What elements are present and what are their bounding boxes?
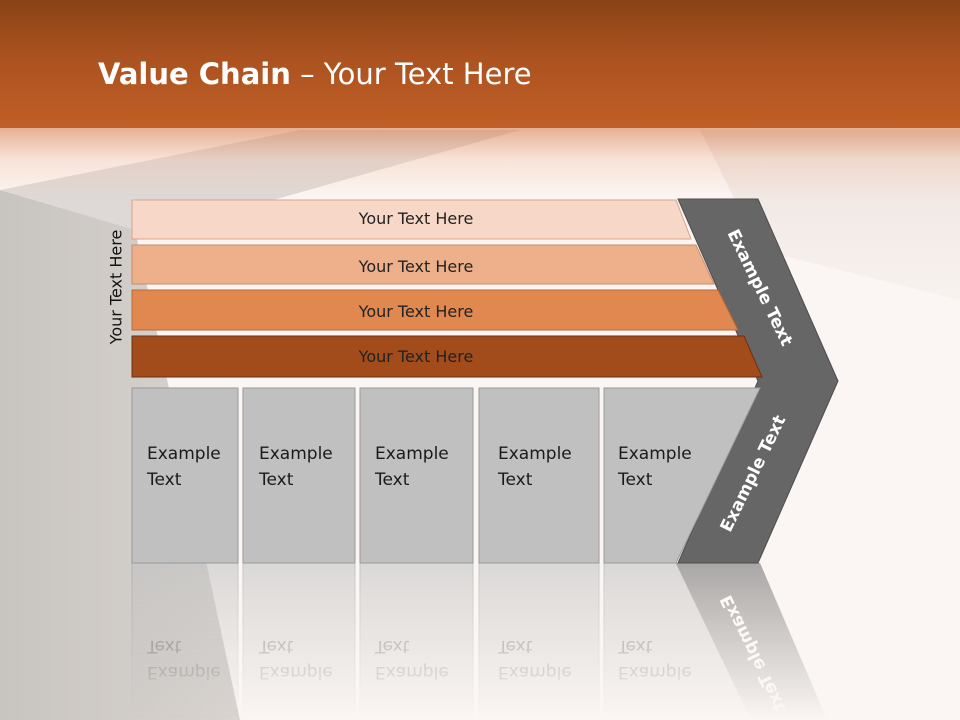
reflection-chevron bbox=[676, 563, 828, 720]
support-box-4 bbox=[478, 387, 600, 564]
reflection-text: Text bbox=[258, 636, 294, 656]
support-box-text: Text bbox=[258, 470, 294, 490]
support-box-text: Text bbox=[374, 470, 410, 490]
reflection-text: Example bbox=[259, 662, 333, 682]
activity-bar-4 bbox=[131, 335, 763, 378]
reflection-box bbox=[131, 562, 239, 720]
activity-bar-3 bbox=[131, 289, 739, 331]
support-box-3 bbox=[359, 387, 474, 564]
reflection-text: Text bbox=[374, 636, 410, 656]
support-box-text: Example bbox=[259, 444, 333, 464]
support-box-text: Example bbox=[498, 444, 572, 464]
support-box-2 bbox=[242, 387, 356, 564]
reflection-text: Text bbox=[497, 636, 533, 656]
title-bold: Value Chain bbox=[98, 57, 291, 91]
reflection-text: Text bbox=[617, 636, 653, 656]
reflection-box bbox=[242, 562, 356, 720]
header-band bbox=[0, 0, 960, 128]
activity-bar-label: Your Text Here bbox=[358, 209, 474, 228]
reflection-text: Example bbox=[498, 662, 572, 682]
reflection: Example Text Example Text Example Text E… bbox=[131, 562, 828, 720]
support-box-text: Example bbox=[375, 444, 449, 464]
support-box-text: Text bbox=[497, 470, 533, 490]
reflection-box bbox=[478, 562, 600, 720]
activity-bar-label: Your Text Here bbox=[358, 257, 474, 276]
activity-bar-2 bbox=[131, 244, 715, 285]
reflection-text: Text bbox=[146, 636, 182, 656]
reflection-text: Example bbox=[375, 662, 449, 682]
title-rest: – Your Text Here bbox=[290, 57, 532, 91]
reflection-text: Example bbox=[618, 662, 692, 682]
support-box-5 bbox=[603, 387, 761, 564]
activity-bar-1 bbox=[131, 199, 692, 240]
page-title: Value Chain – Your Text Here bbox=[98, 56, 532, 92]
support-box-text: Text bbox=[146, 470, 182, 490]
support-box-text: Example bbox=[618, 444, 692, 464]
support-box-text: Text bbox=[617, 470, 653, 490]
reflection-text: Example bbox=[147, 662, 221, 682]
activity-bar-label: Your Text Here bbox=[358, 302, 474, 321]
support-box-1 bbox=[131, 387, 239, 564]
activity-bar-label: Your Text Here bbox=[358, 347, 474, 366]
support-box-text: Example bbox=[147, 444, 221, 464]
header-fade bbox=[0, 128, 960, 198]
